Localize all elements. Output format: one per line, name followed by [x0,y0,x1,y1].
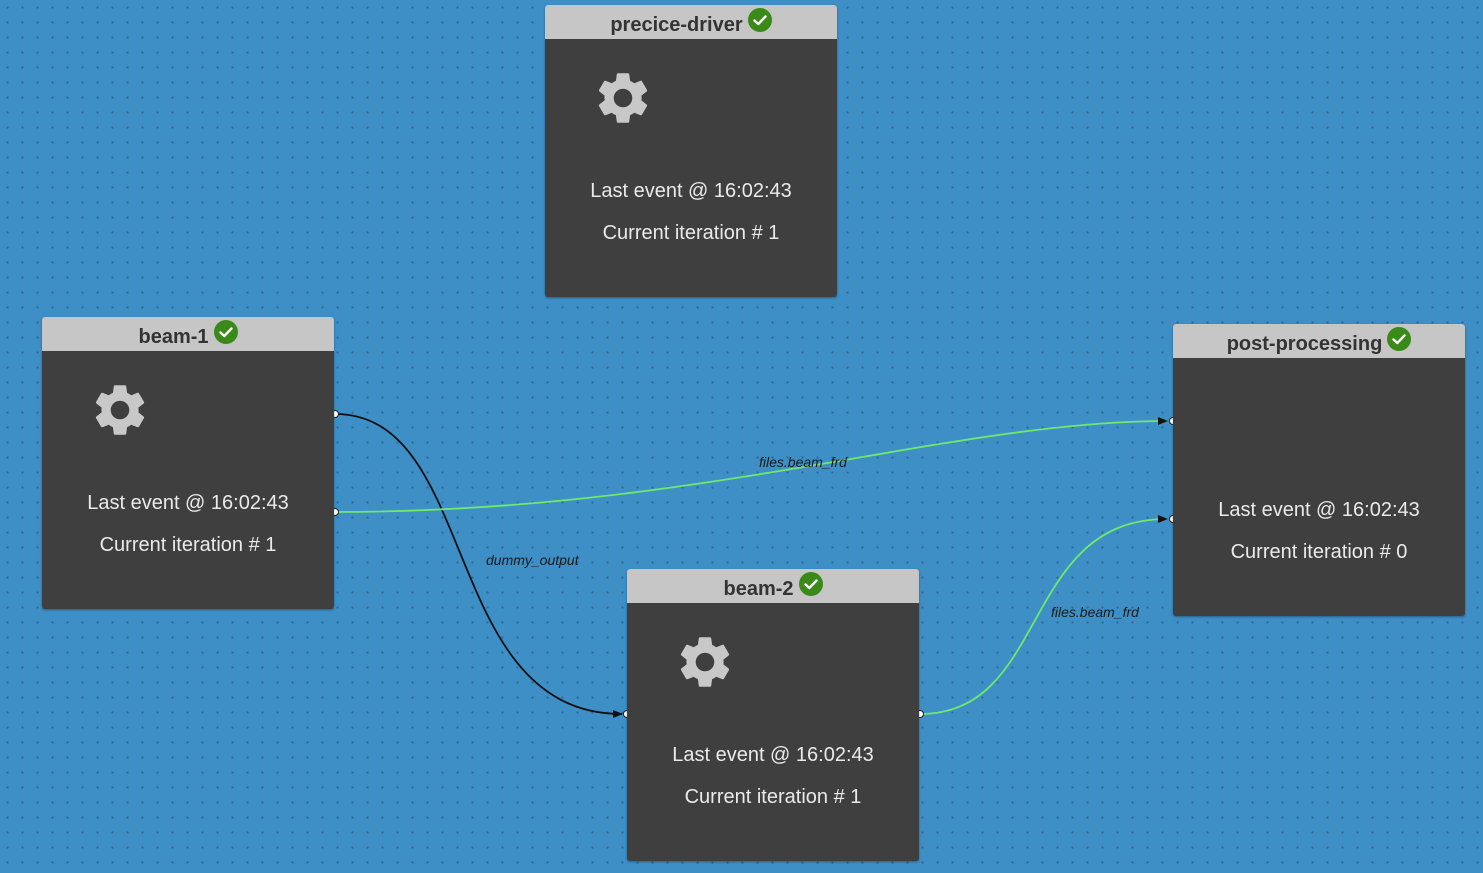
edge-label-beam2-post: files.beam_frd [1051,604,1140,620]
iteration-text: Current iteration # 1 [602,222,780,244]
gear-icon [680,637,730,687]
last-event-text: Last event @ 16:02:43 [590,180,792,202]
edge-beam2-post-files[interactable] [919,515,1168,715]
node-title: beam-2 [723,577,794,600]
gear-icon [95,385,145,435]
check-circle-icon [798,572,823,596]
node-beam-1[interactable]: beam-1 Last event @ 16:02:43 Current ite… [42,317,334,609]
check-circle-icon [747,8,772,32]
iteration-text: Current iteration # 0 [1230,541,1408,563]
edge-dummy-output[interactable] [334,413,623,718]
edge-beam1-post-files[interactable] [334,417,1168,513]
last-event-text: Last event @ 16:02:43 [672,744,874,766]
node-title: post-processing [1226,332,1383,355]
node-header[interactable]: post-processing [1173,324,1465,358]
edge-label-beam1-post: files.beam_frd [759,454,848,470]
node-header[interactable]: precice-driver [545,5,837,39]
check-circle-icon [213,320,238,344]
node-precice-driver[interactable]: precice-driver Last event @ 16:02:43 Cur… [545,5,837,297]
edge-label-dummy-output: dummy_output [486,552,580,568]
node-header[interactable]: beam-1 [42,317,334,351]
iteration-text: Current iteration # 1 [99,534,277,556]
node-beam-2[interactable]: beam-2 Last event @ 16:02:43 Current ite… [627,569,919,861]
node-title: beam-1 [138,325,209,348]
check-circle-icon [1387,327,1412,351]
node-header[interactable]: beam-2 [627,569,919,603]
node-title: precice-driver [610,13,743,36]
gear-icon [598,73,648,123]
last-event-text: Last event @ 16:02:43 [1218,499,1420,521]
node-post-processing[interactable]: post-processing Last event @ 16:02:43 Cu… [1173,324,1465,616]
iteration-text: Current iteration # 1 [684,786,862,808]
last-event-text: Last event @ 16:02:43 [87,492,289,514]
